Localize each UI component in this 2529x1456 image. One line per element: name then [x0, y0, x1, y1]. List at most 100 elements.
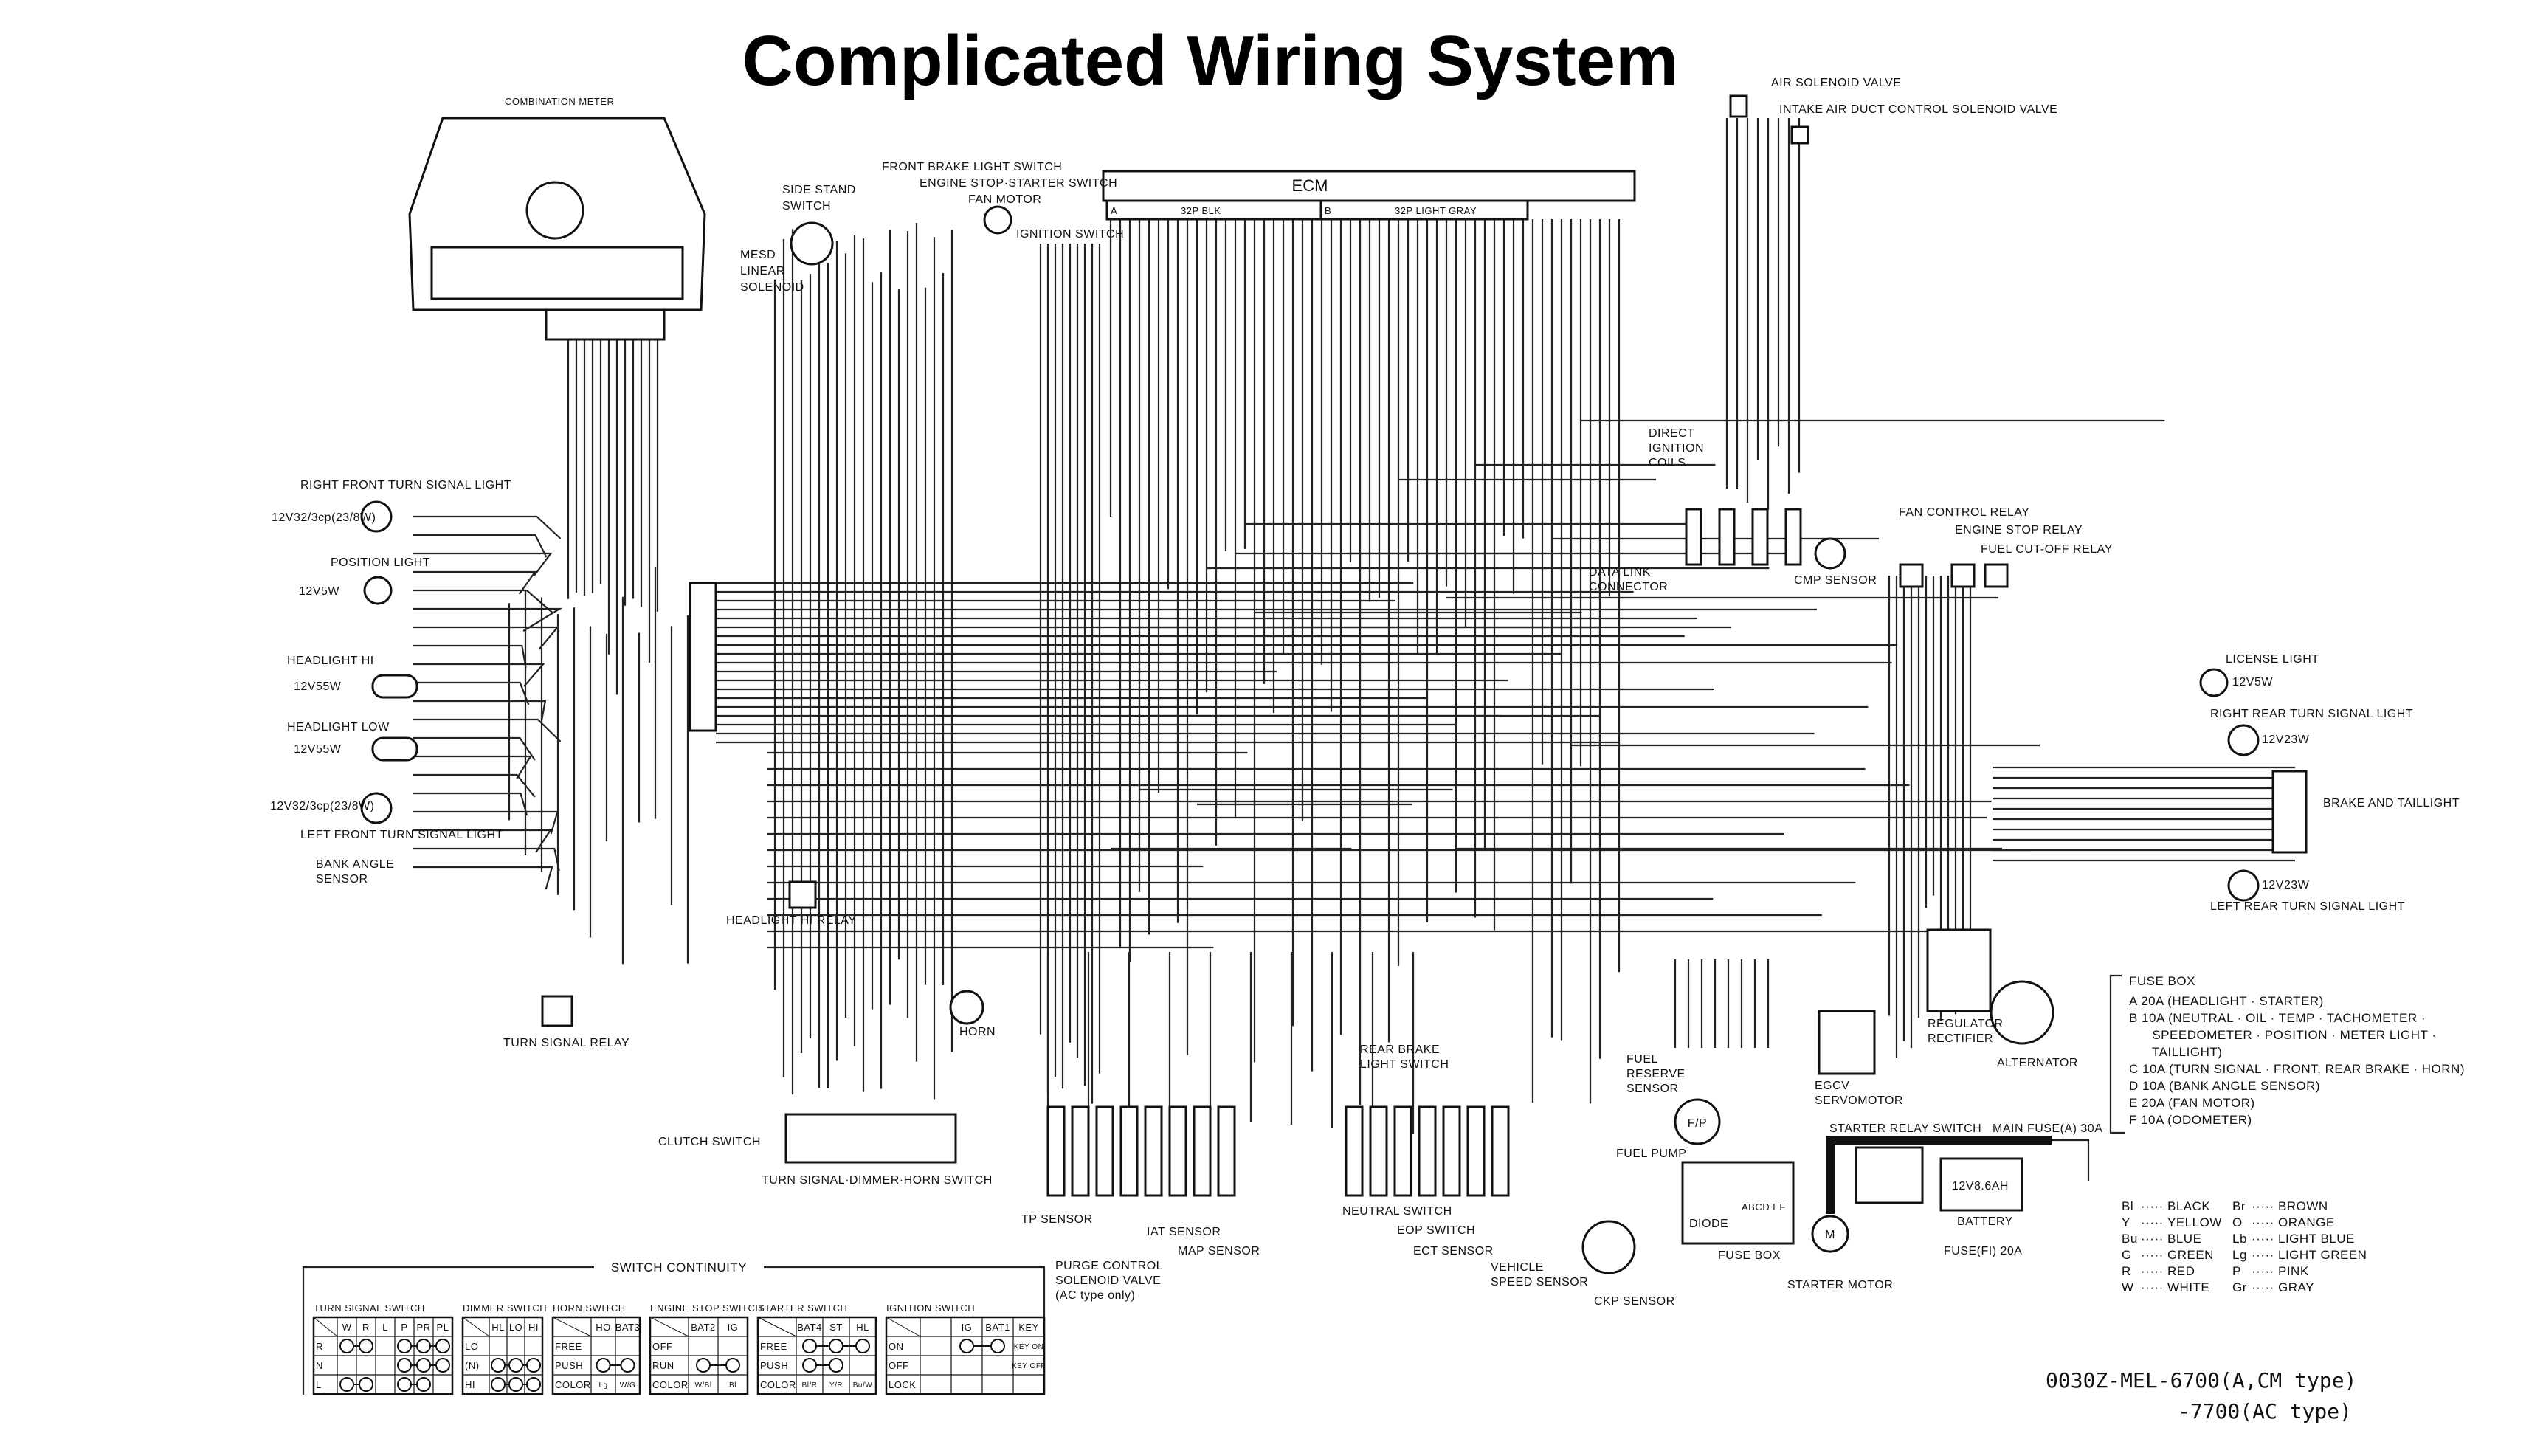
left-rear-turn-bulb — [2227, 869, 2260, 902]
color-name: ORANGE — [2278, 1215, 2335, 1229]
fuse-box-outline — [1681, 1161, 1795, 1245]
air-solenoid-valve-symbol — [1729, 94, 1748, 118]
fuse-legend-item: SPEEDOMETER · POSITION · METER LIGHT · — [2129, 1028, 2437, 1042]
label-diode: DIODE — [1689, 1218, 1728, 1230]
combination-meter-display — [430, 246, 684, 300]
continuity-terminal — [435, 1339, 450, 1353]
switch-table-cell: Bu/W — [853, 1381, 873, 1390]
color-code: Bu — [2122, 1232, 2138, 1246]
label-data-link-connector: DATA LINK — [1589, 566, 1651, 579]
color-code: O — [2232, 1215, 2243, 1229]
engine-stop-relay-symbol — [1950, 563, 1976, 588]
left-front-turn-bulb — [360, 792, 393, 824]
switch-table-column: IG — [962, 1322, 973, 1333]
wire — [413, 570, 537, 595]
switch-table-diagonal — [462, 1317, 490, 1337]
label-side-stand-switch: SIDE STAND — [782, 184, 856, 196]
label-fan-motor: FAN MOTOR — [968, 193, 1041, 206]
fuse-legend-item: B 10A (NEUTRAL · OIL · TEMP · TACHOMETER… — [2129, 1011, 2426, 1025]
color-code-dots: ····· — [2141, 1199, 2164, 1213]
ecm-connector-a — [1105, 199, 1322, 221]
color-name: YELLOW — [2167, 1215, 2222, 1229]
switch-table-column: KEY — [1018, 1322, 1039, 1333]
continuity-terminal — [359, 1339, 373, 1353]
label-right-rear-turn: RIGHT REAR TURN SIGNAL LIGHT — [2210, 708, 2413, 720]
page-title: Complicated Wiring System — [742, 21, 1679, 100]
switch-table-row-label: OFF — [889, 1360, 909, 1371]
headlight-hi-bulb — [371, 674, 418, 699]
starter-relay-symbol — [1855, 1146, 1924, 1204]
color-code: Lb — [2232, 1232, 2247, 1246]
ignition-coil — [1718, 508, 1736, 566]
ignition-coils — [1685, 508, 1802, 566]
label-position-light: POSITION LIGHT — [331, 556, 430, 569]
color-code: Lg — [2232, 1248, 2247, 1262]
label-right-front-turn: RIGHT FRONT TURN SIGNAL LIGHT — [300, 479, 511, 491]
label-iat-sensor: IAT SENSOR — [1147, 1226, 1221, 1238]
egcv-servomotor-symbol — [1818, 1010, 1876, 1075]
component-labels: COMBINATION METER SIDE STAND SWITCH FRON… — [270, 77, 2459, 1308]
fuel-pump-symbol — [1674, 1098, 1721, 1145]
color-code-dots: ····· — [2252, 1280, 2274, 1294]
color-code: W — [2122, 1280, 2134, 1294]
continuity-terminal — [696, 1358, 711, 1373]
wire — [413, 829, 552, 853]
label-position-light-rating: 12V5W — [299, 585, 339, 598]
wire — [413, 736, 536, 761]
sensor-connector — [1393, 1105, 1412, 1197]
sensor-connector — [1345, 1105, 1364, 1197]
switch-table-column: IG — [728, 1322, 739, 1333]
label-bank-angle-sensor-2: SENSOR — [316, 873, 368, 886]
fuel-cut-off-relay-symbol — [1984, 563, 2009, 588]
continuity-terminal — [620, 1358, 635, 1373]
switch-table-column: ST — [829, 1322, 843, 1333]
switch-table-column: HL — [856, 1322, 869, 1333]
switch-table-column: PR — [416, 1322, 430, 1333]
label-bank-angle-sensor: BANK ANGLE — [316, 858, 394, 871]
switch-table-title: ENGINE STOP SWITCH — [650, 1303, 762, 1314]
switch-table-row-label: FREE — [760, 1341, 787, 1352]
continuity-terminal — [725, 1358, 740, 1373]
switch-table-row-label: FREE — [555, 1341, 582, 1352]
switch-table-diagonal — [649, 1317, 689, 1337]
label-purge-valve-3: (AC type only) — [1055, 1289, 1135, 1302]
label-egcv-servomotor: EGCV — [1815, 1080, 1849, 1092]
label-starter-motor: STARTER MOTOR — [1787, 1279, 1893, 1291]
color-name: LIGHT BLUE — [2278, 1232, 2355, 1246]
fuse-legend-item: TAILLIGHT) — [2129, 1045, 2222, 1059]
continuity-terminal — [416, 1358, 431, 1373]
switch-table-column: BAT3 — [615, 1322, 641, 1333]
side-stand-switch-symbol — [790, 221, 834, 266]
continuity-terminal — [339, 1377, 354, 1392]
fuse-legend-item: D 10A (BANK ANGLE SENSOR) — [2129, 1079, 2320, 1093]
switch-table-diagonal — [886, 1317, 921, 1337]
fan-control-relay-symbol — [1899, 563, 1924, 588]
label-fuse-box-letters: ABCD EF — [1742, 1201, 1786, 1212]
starter-motor-symbol-label: M — [1825, 1229, 1835, 1241]
wire — [413, 718, 562, 742]
color-code-dots: ····· — [2141, 1232, 2164, 1246]
continuity-terminal — [416, 1377, 431, 1392]
continuity-terminal — [339, 1339, 354, 1353]
color-code: Br — [2232, 1199, 2246, 1213]
label-headlight-hi-relay: HEADLIGHT HI RELAY — [726, 914, 856, 927]
fuel-pump-symbol-label: F/P — [1688, 1117, 1707, 1130]
switch-table-row-label: COLOR — [760, 1379, 796, 1390]
wire — [413, 552, 553, 576]
label-intake-air-duct-valve: INTAKE AIR DUCT CONTROL SOLENOID VALVE — [1779, 103, 2057, 116]
sensor-connector — [1119, 1105, 1139, 1197]
label-purge-valve-2: SOLENOID VALVE — [1055, 1274, 1161, 1287]
continuity-terminal — [491, 1358, 506, 1373]
continuity-terminal — [359, 1377, 373, 1392]
wire — [413, 866, 553, 890]
color-code-dots: ····· — [2252, 1248, 2274, 1262]
label-main-fuse: MAIN FUSE(A) 30A — [1993, 1122, 2102, 1135]
label-left-front-turn-rating: 12V32/3cp(23/8W) — [270, 800, 374, 812]
label-ect-sensor: ECT SENSOR — [1413, 1245, 1494, 1257]
continuity-terminal — [397, 1377, 412, 1392]
